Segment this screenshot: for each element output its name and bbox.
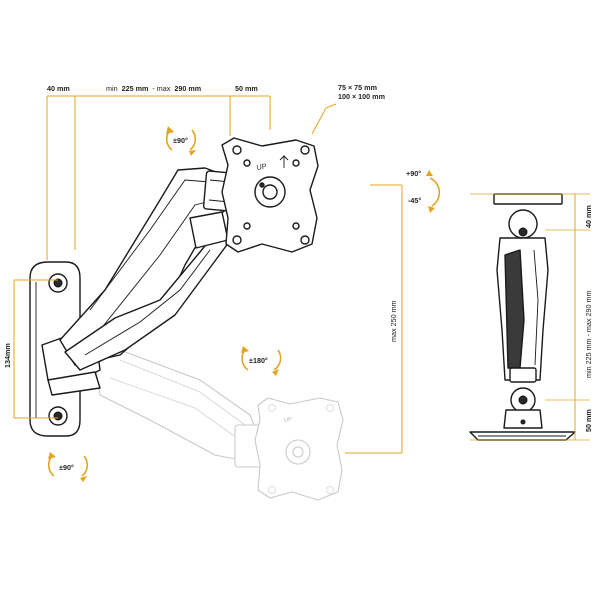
max-height-label: max 250 mm [389,300,398,342]
svg-text:min 225 mm - max: min 225 mm - max 290 mm [106,84,201,93]
wall-plate-height-label: 134mm [3,343,12,368]
side-top-label: 40 mm [584,205,593,228]
vesa-plate: UP [221,137,319,253]
arm-range-min-prefix: min [106,84,118,93]
rotation-arrow-wall-swivel [47,452,89,482]
ghost-arm-lowered: UP [94,349,344,501]
rotation-arrow-tilt [426,170,441,213]
arm-range-min: 225 mm [122,84,149,93]
rotation-arrow-screen [241,346,282,376]
vesa-offset-label: 50 mm [235,84,258,93]
rotation-arrow-top-swivel [165,126,197,156]
rotation-labels: ±90° +90° -45° ±180° ±90° [59,136,421,472]
gas-spring-arm [59,167,236,371]
dimension-lines [13,95,590,454]
arm-range-max: 290 mm [174,84,201,93]
screen-rotate-label: ±180° [249,356,268,365]
dimension-labels: 40 mm min 225 mm - max 290 mm 50 mm 75 ×… [3,83,593,432]
top-swivel-label: ±90° [173,136,188,145]
tilt-up-label: +90° [406,169,421,178]
up-label: UP [256,161,268,172]
side-view [469,193,576,441]
wall-offset-label: 40 mm [47,84,70,93]
side-range-label: min 225 mm - max 290 mm [584,291,593,378]
side-bottom-label: 50 mm [584,409,593,432]
tilt-down-label: -45° [408,196,421,205]
vesa-small-label: 75 × 75 mm [338,83,377,92]
arm-range-sep: - max [152,84,170,93]
wall-swivel-label: ±90° [59,463,74,472]
vesa-large-label: 100 × 100 mm [338,92,385,101]
ghost-up-label: UP [283,417,292,424]
